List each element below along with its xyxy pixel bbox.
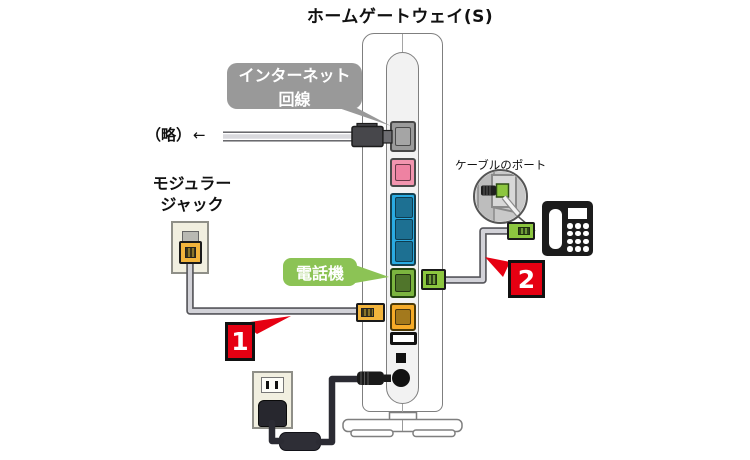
magnified-green-port bbox=[495, 183, 510, 198]
outlet-socket bbox=[261, 377, 284, 393]
rj11-connector-yellow bbox=[356, 303, 385, 322]
modular-jack-label-line1: モジュラー bbox=[152, 174, 232, 193]
magnifier-circle bbox=[473, 169, 528, 224]
wan-port bbox=[390, 121, 416, 152]
rj11-connector-green-device bbox=[421, 269, 446, 290]
pink-port bbox=[390, 158, 416, 187]
keypad-dot bbox=[567, 230, 573, 237]
line-port-jack bbox=[395, 309, 411, 325]
step-1-badge: 1 bbox=[225, 322, 255, 361]
step-2-pointer bbox=[485, 257, 510, 277]
line-port bbox=[390, 303, 416, 331]
pink-port-jack bbox=[395, 164, 411, 181]
ac-adapter bbox=[279, 432, 321, 451]
phone-display bbox=[568, 208, 587, 219]
keypad-dot bbox=[575, 246, 581, 252]
lan-port-1 bbox=[395, 197, 413, 218]
keypad-dot bbox=[567, 246, 573, 252]
keypad-dot bbox=[575, 238, 581, 245]
stand-foot-right bbox=[412, 429, 456, 438]
page-title: ホームゲートウェイ(S) bbox=[306, 7, 494, 27]
power-plug bbox=[258, 400, 287, 427]
omitted-label: （略） bbox=[146, 126, 192, 144]
device-stand-neck bbox=[388, 411, 418, 424]
keypad-dot bbox=[583, 238, 589, 245]
outlet-slot-left bbox=[266, 381, 269, 389]
step-2-number: 2 bbox=[517, 264, 536, 294]
plug-contacts bbox=[185, 247, 196, 258]
connector-contacts bbox=[518, 227, 530, 235]
reset-button bbox=[396, 353, 406, 363]
step-2-badge: 2 bbox=[508, 260, 545, 298]
device-top-seam bbox=[402, 34, 403, 52]
phone-keypad bbox=[567, 223, 589, 252]
modular-jack-label: モジュラー ジャック bbox=[142, 173, 242, 215]
device-stand-plate bbox=[342, 418, 463, 433]
lan-port-2 bbox=[395, 219, 413, 240]
internet-callout-line1: インターネット bbox=[238, 66, 351, 85]
usb-port bbox=[390, 332, 417, 345]
keypad-dot bbox=[583, 223, 589, 229]
keypad-dot bbox=[567, 238, 573, 245]
cable-port-label: ケーブルのポート bbox=[455, 158, 547, 172]
keypad-dot bbox=[583, 230, 589, 237]
omitted-label-group: （略） ← bbox=[146, 124, 206, 145]
phone-callout-label: 電話機 bbox=[295, 264, 344, 283]
modular-jack-label-line2: ジャック bbox=[160, 195, 224, 214]
stand-foot-left bbox=[350, 429, 394, 438]
magnified-cable-plug bbox=[481, 185, 496, 196]
magnified-cable-port bbox=[475, 171, 526, 222]
connector-contacts bbox=[361, 308, 374, 317]
lan-port-3 bbox=[395, 241, 413, 262]
internet-callout-line2: 回線 bbox=[278, 90, 311, 109]
internet-cable bbox=[223, 131, 355, 142]
power-jack bbox=[392, 369, 410, 387]
connector-contacts bbox=[426, 274, 437, 285]
outlet-slot-right bbox=[275, 381, 278, 389]
phone-cable bbox=[443, 227, 509, 284]
phone-port-jack bbox=[395, 274, 411, 292]
left-arrow-icon: ← bbox=[193, 125, 206, 144]
lan-port-frame bbox=[390, 193, 416, 266]
device-bottom-seam bbox=[402, 404, 403, 412]
step-1-number: 1 bbox=[231, 327, 249, 356]
phone-callout-bubble: 電話機 bbox=[283, 258, 357, 286]
internet-callout-bubble: インターネット 回線 bbox=[227, 63, 362, 109]
keypad-dot bbox=[575, 230, 581, 237]
keypad-dot bbox=[567, 223, 573, 229]
keypad-dot bbox=[583, 246, 589, 252]
modular-jack-plug bbox=[179, 241, 202, 264]
phone-port bbox=[390, 268, 416, 298]
rj11-connector-green-phone bbox=[507, 222, 535, 240]
keypad-dot bbox=[575, 223, 581, 229]
phone-handset bbox=[549, 209, 562, 249]
wan-port-jack bbox=[395, 127, 411, 146]
